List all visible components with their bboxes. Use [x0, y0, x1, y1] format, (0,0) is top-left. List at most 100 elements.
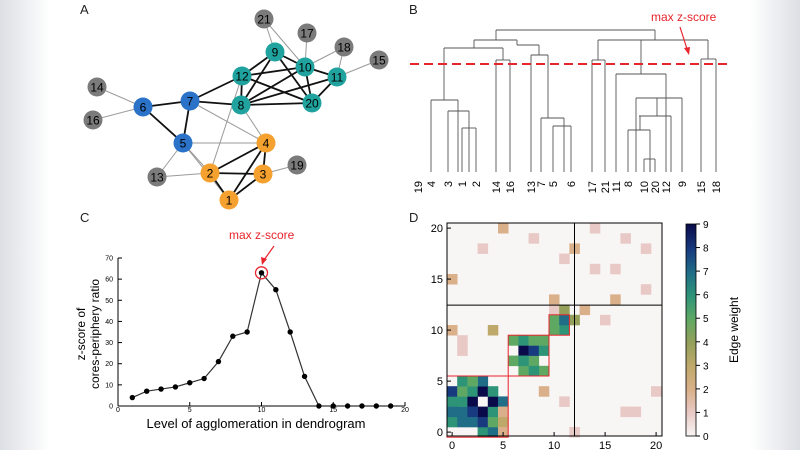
panel-label-c: C	[80, 210, 89, 225]
heatmap-ytick-label: 20	[431, 223, 443, 235]
max-zscore-ring	[254, 266, 269, 280]
network-node-circle	[180, 91, 200, 111]
heatmap-cell	[508, 355, 519, 367]
heatmap-cell	[498, 396, 509, 407]
heatmap-cell	[538, 345, 550, 356]
dendrogram-leaf-label: 9	[677, 181, 689, 187]
heatmap-cell	[487, 427, 499, 438]
c-xtick-label: 20	[401, 407, 409, 414]
network-node-circle	[327, 67, 347, 87]
network-edge-weak	[209, 75, 243, 174]
heatmap-cell	[487, 386, 499, 397]
community-block-outline	[507, 334, 550, 377]
dendrogram-annotation: max z-score	[651, 10, 717, 24]
network-node-label: 11	[331, 71, 344, 85]
c-ytick-label: 20	[105, 361, 113, 368]
dendrogram-leaf-label: 18	[711, 181, 723, 193]
heatmap-cell	[457, 416, 468, 428]
colorbar-tick-label: 6	[703, 291, 709, 302]
heatmap-cell	[457, 406, 468, 418]
heatmap-cell	[518, 355, 529, 367]
network-node-circle	[334, 37, 354, 57]
network-node-3: 3	[253, 164, 273, 184]
network-node-19: 19	[287, 155, 307, 175]
network-edge-strong	[240, 51, 276, 106]
heatmap-cell	[528, 233, 540, 244]
heatmap-cell	[538, 386, 550, 397]
network-node-21: 21	[254, 9, 274, 29]
heatmap-cell	[498, 223, 509, 234]
network-node-14: 14	[87, 77, 107, 97]
colorbar-tick-label: 2	[703, 385, 709, 396]
dendrogram-leaf-label: 19	[413, 181, 425, 193]
network-node-circle	[232, 66, 252, 86]
heatmap-cell	[640, 243, 652, 254]
network-node-label: 10	[298, 61, 312, 75]
zscore-point	[201, 375, 207, 382]
heatmap-cell	[487, 416, 499, 428]
network-node-label: 19	[290, 159, 304, 173]
zscore-point	[129, 394, 136, 401]
dendrogram	[430, 29, 717, 172]
colorbar-tick-label: 8	[703, 244, 709, 255]
network-node-label: 3	[260, 168, 267, 182]
dendrogram-leaf-label: 11	[611, 181, 623, 192]
dendrogram-leaf-label: 13	[526, 181, 538, 193]
network-node-label: 7	[187, 95, 194, 109]
heatmap-xtick-label: 10	[548, 440, 560, 450]
heatmap-cell	[447, 416, 458, 428]
heatmap-cell	[447, 406, 458, 418]
network-node-circle	[231, 95, 251, 115]
network-node-9: 9	[265, 42, 285, 62]
heatmap-cell	[467, 386, 478, 397]
c-annotation-arrow	[263, 245, 275, 261]
dendrogram-leaf-label: 7	[536, 181, 548, 187]
heatmap-cell	[589, 263, 601, 275]
dendrogram-leaf-label: 3	[443, 181, 455, 187]
heatmap-cell	[538, 365, 550, 377]
heatmap-cell	[487, 406, 499, 418]
network-node-5: 5	[173, 133, 193, 153]
zscore-point	[158, 386, 164, 392]
zscore-point	[258, 270, 265, 276]
network-node-8: 8	[231, 95, 251, 115]
dendrogram-leaf-label: 16	[505, 181, 517, 193]
colorbar-tick-label: 5	[703, 314, 709, 325]
network-node-16: 16	[83, 110, 103, 130]
heatmap-cell	[457, 396, 468, 407]
zscore-point	[244, 329, 250, 335]
network-node-18: 18	[334, 37, 354, 57]
heatmap-cell	[651, 386, 662, 397]
heatmap-cell	[447, 325, 458, 336]
heatmap-cell	[549, 314, 560, 326]
c-xtick-label: 5	[188, 407, 192, 414]
heatmap-cell	[467, 396, 478, 407]
c-ylabel-line1: z-score of	[74, 307, 88, 360]
heatmap-ytick-label: 10	[431, 325, 443, 337]
zscore-point	[230, 333, 236, 339]
heatmap-xtick-label: 0	[449, 440, 455, 450]
heatmap-cell	[630, 406, 642, 418]
heatmap-cell	[620, 233, 631, 244]
heatmap-cell	[518, 335, 529, 346]
dendrogram-leaf-label: 8	[623, 181, 635, 187]
network-node-circle	[297, 23, 317, 43]
heatmap-cell	[477, 243, 489, 254]
network-node-circle	[83, 110, 103, 130]
network-node-label: 9	[272, 46, 279, 60]
c-xlabel: Level of agglomeration in dendrogram	[147, 416, 366, 431]
zscore-point	[144, 388, 150, 394]
network-node-circle	[295, 57, 315, 77]
heatmap-cell	[447, 396, 458, 407]
network-edge-strong	[240, 76, 338, 106]
dendrogram-leaf-label: 10	[639, 181, 651, 193]
heatmap-cell	[447, 386, 458, 397]
network-node-4: 4	[256, 133, 276, 153]
c-ytick-label: 40	[105, 319, 113, 326]
dendrogram-leaf-label: 5	[548, 181, 560, 187]
zscore-point	[187, 380, 193, 386]
